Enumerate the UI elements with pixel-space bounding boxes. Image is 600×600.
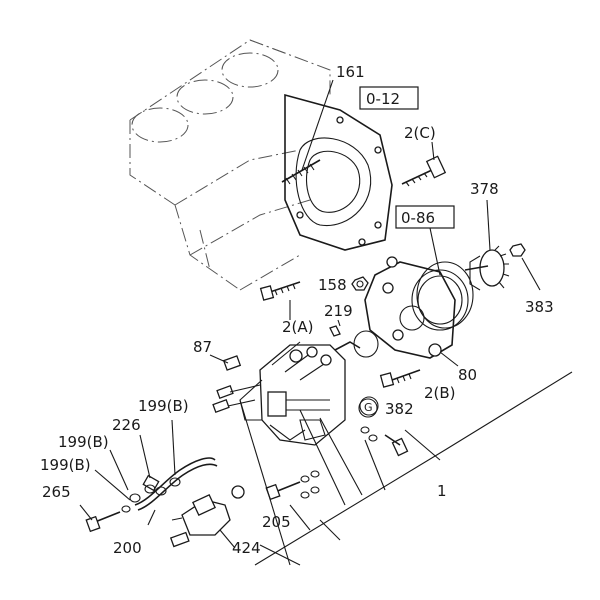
callout-161: 161 — [336, 63, 365, 81]
o-ring — [416, 261, 474, 329]
callout-0-86: 0-86 — [401, 209, 435, 227]
frame-0-12 — [359, 86, 419, 110]
frame-0-86 — [395, 205, 455, 229]
pump-flange-bracket — [364, 227, 469, 367]
bolt-2a — [259, 281, 301, 320]
g-marker-circle — [359, 396, 379, 416]
gear-case-plate — [284, 93, 393, 251]
engine-block-outline — [129, 39, 331, 291]
stud-161 — [281, 79, 334, 185]
callout-80: 80 — [458, 366, 477, 384]
injection-pump — [239, 341, 361, 446]
leader-383-to-1 — [254, 371, 573, 566]
callout-87: 87 — [193, 338, 212, 356]
callout-199b-mid: 199(B) — [58, 433, 109, 451]
callout-0-12: 0-12 — [366, 90, 400, 108]
washer-g — [358, 398, 378, 418]
callout-199b-low: 199(B) — [40, 456, 91, 474]
callout-199b-top: 199(B) — [138, 397, 189, 415]
callout-200: 200 — [113, 539, 142, 557]
bolt-2c — [401, 141, 447, 187]
callout-1: 1 — [437, 482, 447, 500]
callout-205: 205 — [262, 513, 291, 531]
washers-199b — [94, 419, 176, 503]
callout-2c: 2(C) — [404, 124, 436, 142]
bolt-2b — [379, 369, 421, 388]
callout-424: 424 — [232, 539, 261, 557]
callout-2b: 2(B) — [424, 384, 456, 402]
drive-gear-378 — [464, 199, 510, 291]
callout-378: 378 — [470, 180, 499, 198]
callout-265: 265 — [42, 483, 71, 501]
callout-219: 219 — [324, 302, 353, 320]
callout-382: 382 — [385, 400, 414, 418]
fuel-pipe-200 — [134, 457, 218, 526]
callout-158: 158 — [318, 276, 347, 294]
callout-2a: 2(A) — [282, 318, 314, 336]
nut-158 — [351, 276, 369, 291]
connector-fittings — [212, 384, 261, 413]
callout-383: 383 — [525, 298, 554, 316]
bolts-washers-bottom — [265, 426, 409, 501]
callout-226: 226 — [112, 416, 141, 434]
plug-87 — [209, 354, 242, 371]
nut-383 — [509, 243, 541, 291]
leader-lines-assembly — [239, 399, 441, 566]
eye-bolt-226 — [139, 434, 181, 496]
callout-g: G — [364, 401, 373, 414]
bolt-265 — [79, 504, 131, 533]
fuel-cut-solenoid-424 — [169, 485, 245, 549]
